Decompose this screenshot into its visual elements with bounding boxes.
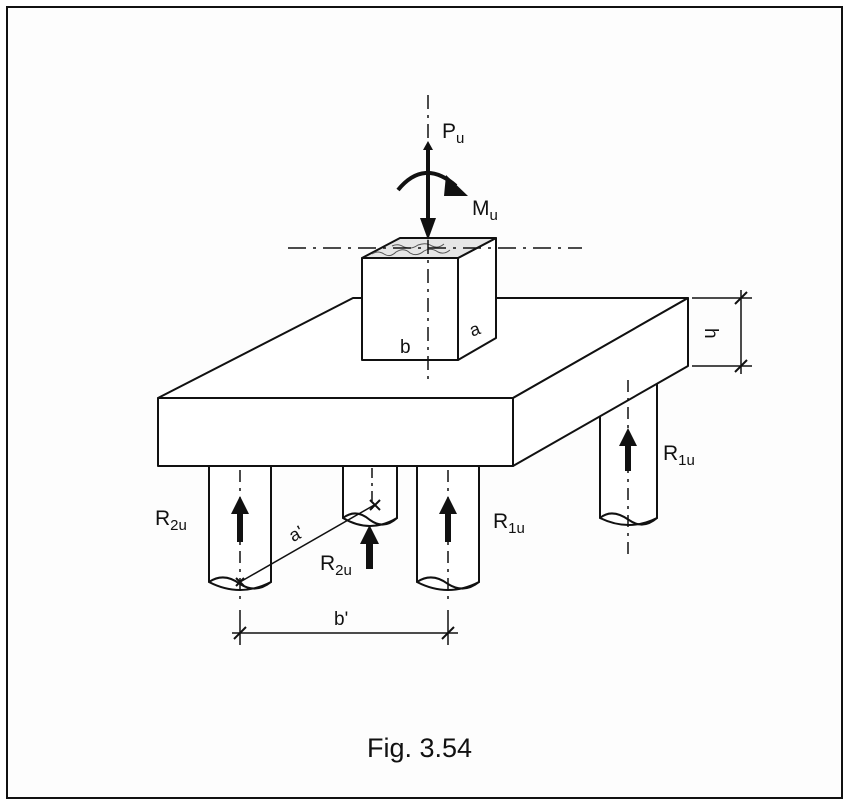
load-arrows — [231, 141, 637, 569]
h-label: h — [700, 328, 721, 339]
b-prime-label: b' — [334, 609, 348, 630]
figure-caption: Fig. 3.54 — [367, 733, 472, 763]
r1u-back-label: R1u — [663, 442, 695, 469]
mu-moment-arrowhead — [444, 175, 468, 196]
column-top-texture — [371, 243, 451, 257]
a-prime-dimension-line — [239, 503, 377, 583]
pu-label: Pu — [442, 120, 464, 147]
a-prime-label: a' — [286, 522, 307, 546]
column-side-b-label: b — [400, 337, 411, 358]
r2u-middle-arrow — [360, 525, 379, 569]
r2u-front-arrow — [231, 496, 249, 542]
pile-cap-side-face — [512, 297, 689, 467]
pile-back-middle — [342, 466, 398, 527]
pu-arrow-tail — [423, 141, 433, 150]
column-side-face — [457, 237, 497, 361]
pu-arrow-head — [420, 218, 436, 240]
pile-cap-front-face — [157, 397, 514, 467]
r2u-front-label: R2u — [155, 507, 187, 534]
dimensions — [232, 290, 752, 645]
r1u-front-arrow — [439, 496, 457, 542]
mu-label: Mu — [472, 197, 498, 224]
r1u-back-arrow — [619, 428, 637, 471]
column — [361, 237, 497, 361]
r1u-front-label: R1u — [493, 510, 525, 537]
r2u-middle-label: R2u — [320, 552, 352, 579]
